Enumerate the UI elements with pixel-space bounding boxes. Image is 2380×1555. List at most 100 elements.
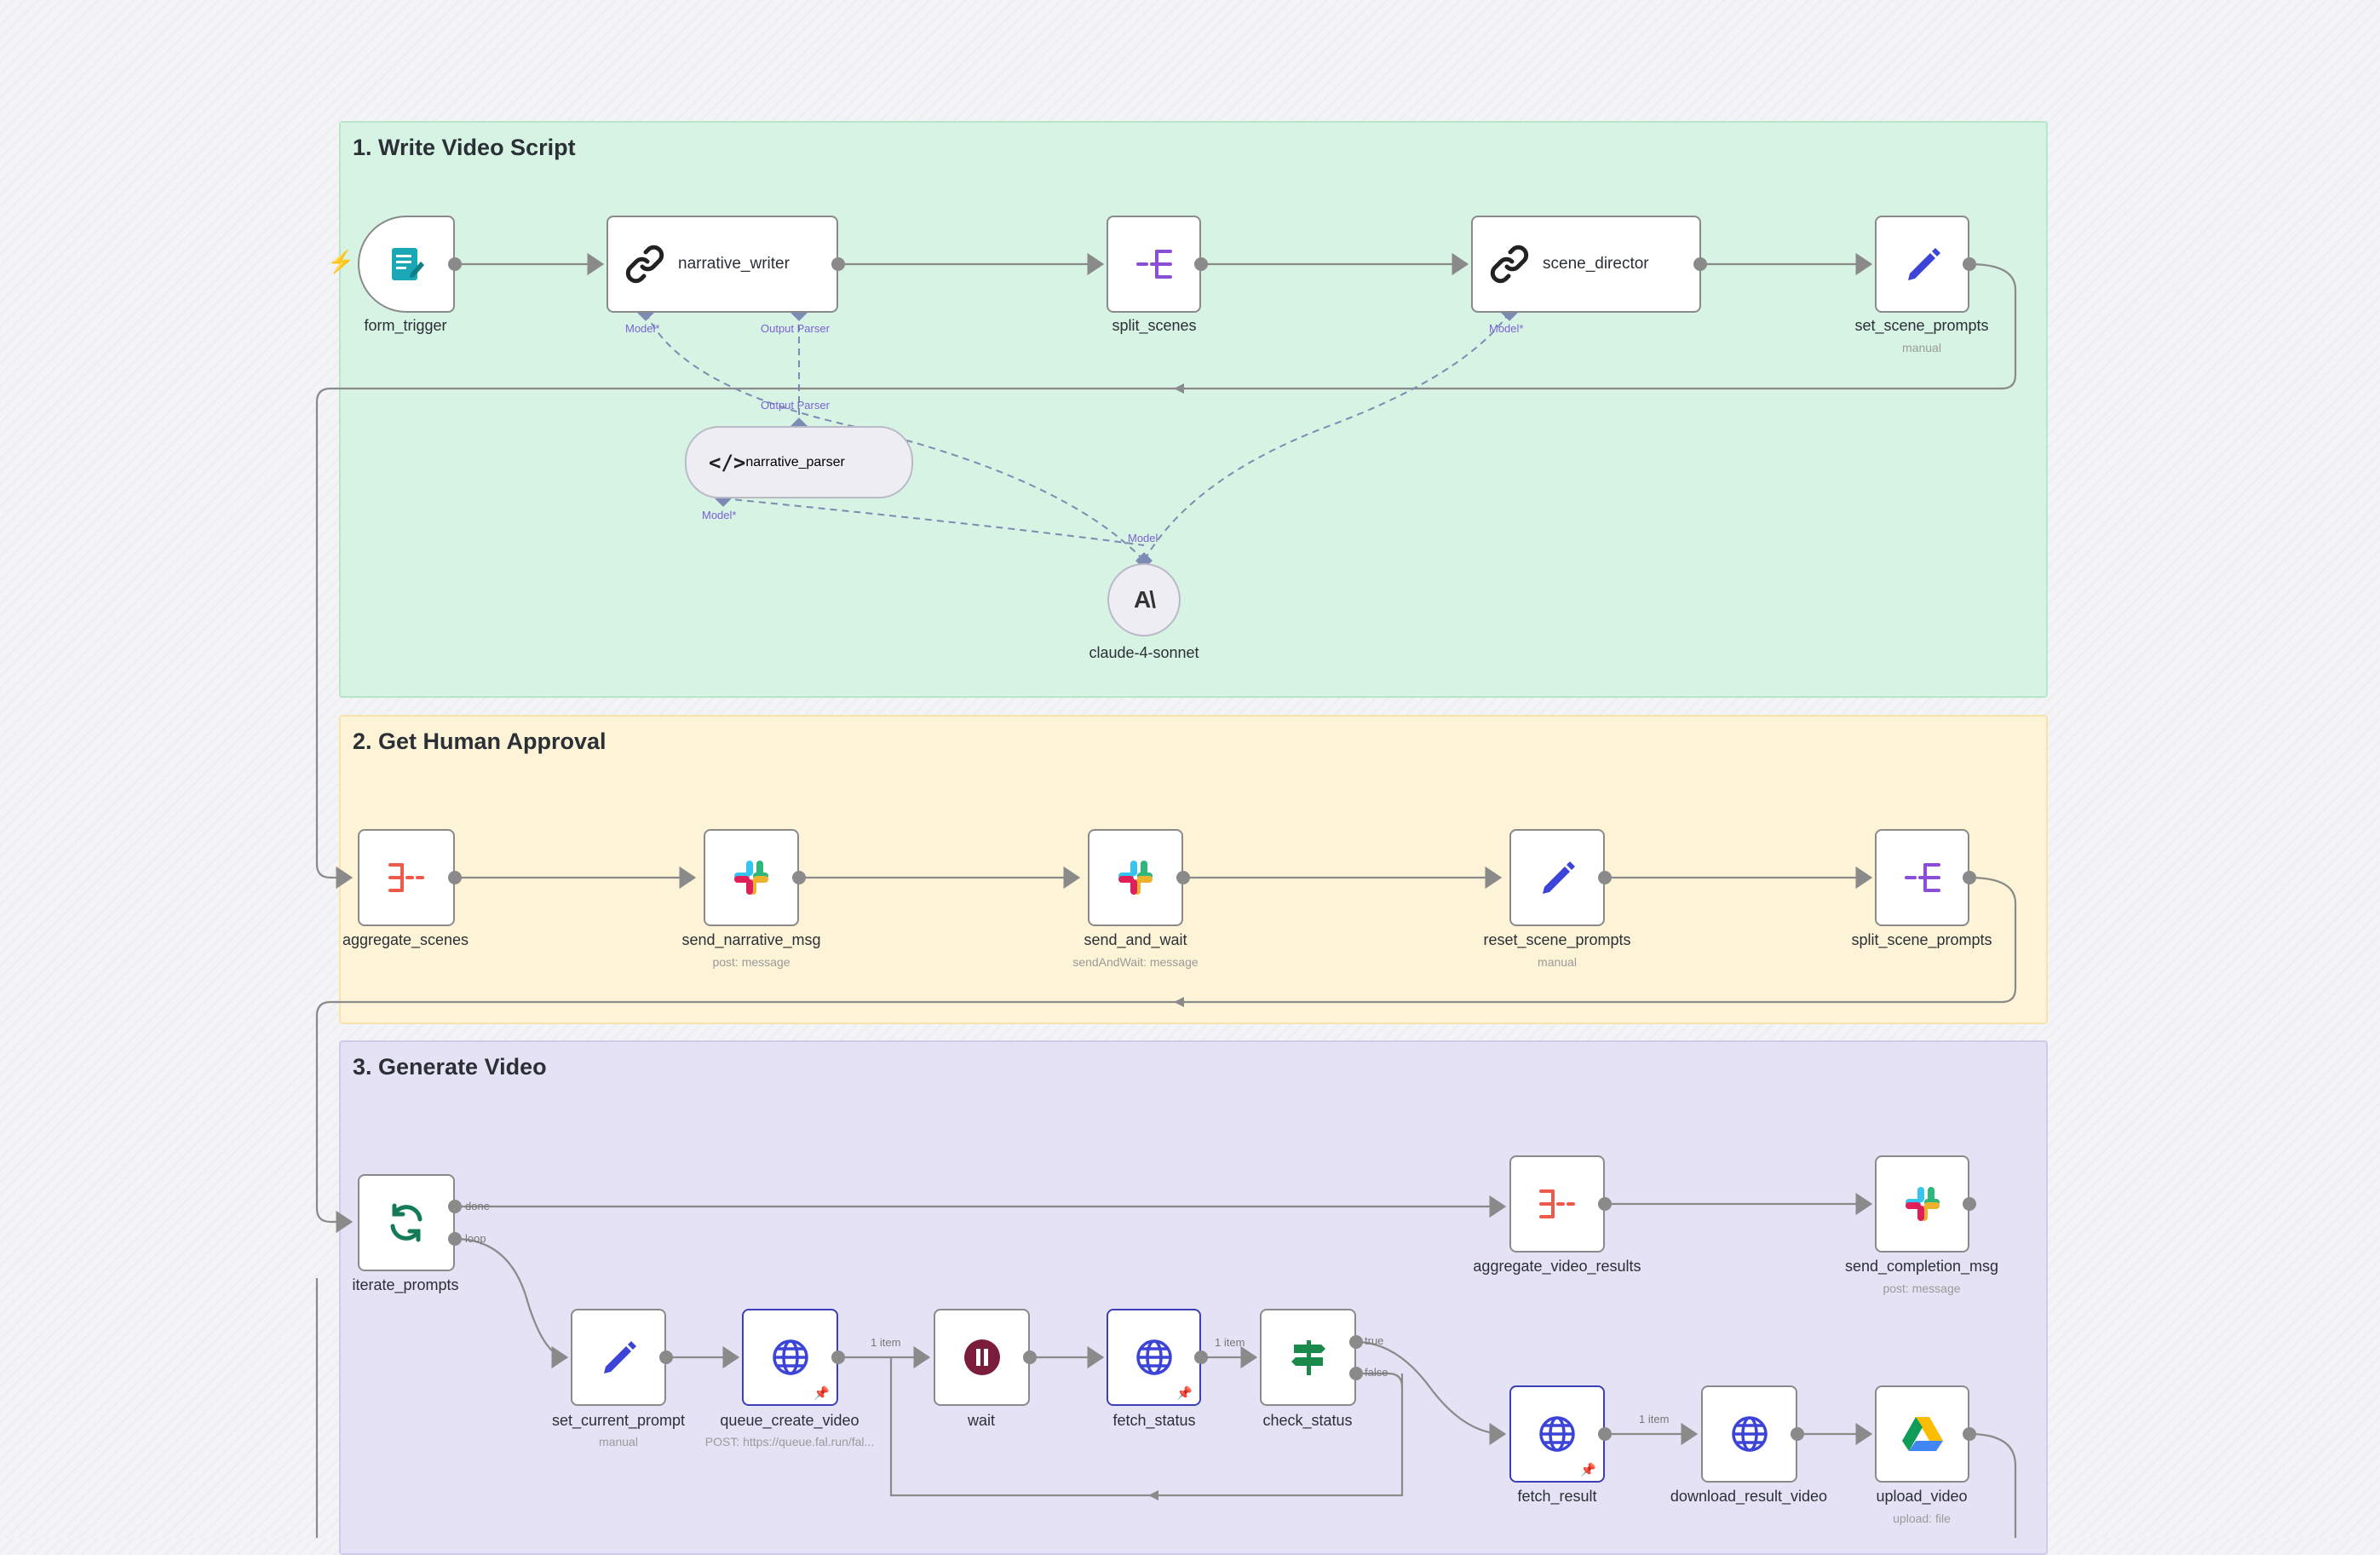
output-handle[interactable] xyxy=(1176,871,1190,884)
slack-icon xyxy=(1113,855,1158,900)
pause-icon xyxy=(960,1335,1004,1379)
node-upload-video[interactable] xyxy=(1875,1385,1969,1483)
port-model-label: Model* xyxy=(1489,322,1524,335)
group-write-video-script[interactable]: 1. Write Video Script xyxy=(339,121,2048,698)
port-done-label: done xyxy=(465,1200,490,1212)
node-label: iterate_prompts xyxy=(352,1276,459,1293)
node-label: split_scenes xyxy=(1112,317,1197,334)
node-subtitle: manual xyxy=(1538,955,1577,969)
node-title: narrative_writer xyxy=(678,255,790,273)
node-label: upload_video xyxy=(1876,1488,1968,1505)
loop-icon xyxy=(384,1201,428,1245)
node-fetch-result[interactable]: 📌 xyxy=(1509,1385,1605,1483)
port-model-label: Model* xyxy=(702,509,737,521)
node-fetch-status[interactable]: 📌 xyxy=(1107,1309,1201,1406)
node-subtitle: POST: https://queue.fal.run/fal... xyxy=(704,1435,875,1448)
signpost-icon xyxy=(1286,1335,1331,1379)
node-set-current-prompt[interactable] xyxy=(571,1309,666,1406)
output-handle[interactable] xyxy=(1791,1427,1804,1441)
port-output-parser-label: Output Parser xyxy=(761,399,830,412)
node-label: form_trigger xyxy=(364,317,447,334)
output-handle[interactable] xyxy=(448,257,462,271)
pencil-icon xyxy=(1535,855,1579,900)
output-handle[interactable] xyxy=(1194,1351,1208,1364)
node-subtitle: manual xyxy=(1902,341,1941,354)
globe-icon xyxy=(1132,1335,1176,1379)
node-claude-4-sonnet[interactable]: A\ xyxy=(1107,563,1181,636)
node-narrative-writer[interactable]: narrative_writer xyxy=(606,216,838,313)
node-aggregate-video-results[interactable] xyxy=(1509,1155,1605,1253)
output-handle-done[interactable] xyxy=(448,1200,462,1213)
node-send-and-wait[interactable] xyxy=(1088,829,1183,926)
node-label: fetch_result xyxy=(1517,1488,1597,1505)
node-label: check_status xyxy=(1262,1412,1353,1429)
aggregate-icon xyxy=(1535,1182,1579,1226)
node-label: send_and_wait xyxy=(1084,931,1187,948)
output-handle[interactable] xyxy=(1963,871,1976,884)
output-handle-true[interactable] xyxy=(1349,1335,1363,1349)
output-handle[interactable] xyxy=(1963,257,1976,271)
output-handle[interactable] xyxy=(1963,1197,1976,1211)
node-wait[interactable] xyxy=(934,1309,1030,1406)
node-set-scene-prompts[interactable] xyxy=(1875,216,1969,313)
node-check-status[interactable] xyxy=(1260,1309,1356,1406)
port-false-label: false xyxy=(1365,1366,1388,1379)
pin-icon: 📌 xyxy=(813,1386,830,1401)
globe-icon xyxy=(1728,1412,1772,1456)
output-handle[interactable] xyxy=(831,1351,845,1364)
pencil-icon xyxy=(1900,242,1945,286)
node-subtitle: post: message xyxy=(1883,1281,1961,1295)
output-handle-false[interactable] xyxy=(1349,1367,1363,1380)
form-icon xyxy=(384,242,428,286)
split-out-icon xyxy=(1900,855,1945,900)
output-handle-loop[interactable] xyxy=(448,1232,462,1246)
output-handle[interactable] xyxy=(1194,257,1208,271)
node-label: claude-4-sonnet xyxy=(1089,644,1199,661)
node-reset-scene-prompts[interactable] xyxy=(1509,829,1605,926)
edge-item-count: 1 item xyxy=(1639,1413,1670,1425)
edge-item-count: 1 item xyxy=(871,1336,901,1349)
node-queue-create-video[interactable]: 📌 xyxy=(742,1309,838,1406)
node-split-scene-prompts[interactable] xyxy=(1875,829,1969,926)
group-title: 3. Generate Video xyxy=(353,1054,547,1080)
node-send-completion-msg[interactable] xyxy=(1875,1155,1969,1253)
node-subtitle: upload: file xyxy=(1893,1512,1951,1525)
output-handle[interactable] xyxy=(1023,1351,1037,1364)
output-handle[interactable] xyxy=(448,871,462,884)
node-narrative-parser[interactable]: </> narrative_parser xyxy=(685,426,913,498)
node-label: aggregate_scenes xyxy=(342,931,469,948)
output-handle[interactable] xyxy=(1598,1197,1612,1211)
node-download-result-video[interactable] xyxy=(1701,1385,1797,1483)
node-title: narrative_parser xyxy=(745,454,845,469)
code-icon: </> xyxy=(709,450,746,475)
node-aggregate-scenes[interactable] xyxy=(358,829,455,926)
globe-icon xyxy=(1535,1412,1579,1456)
output-handle[interactable] xyxy=(1963,1427,1976,1441)
pin-icon: 📌 xyxy=(1580,1463,1596,1477)
port-output-parser-label: Output Parser xyxy=(761,322,830,335)
port-true-label: true xyxy=(1365,1334,1384,1347)
node-label: send_narrative_msg xyxy=(681,931,821,948)
node-subtitle: manual xyxy=(599,1435,638,1448)
output-handle[interactable] xyxy=(831,257,845,271)
output-handle[interactable] xyxy=(792,871,806,884)
node-form-trigger[interactable] xyxy=(358,216,455,313)
port-model-label: Model* xyxy=(625,322,660,335)
output-handle[interactable] xyxy=(1598,1427,1612,1441)
chain-link-icon xyxy=(624,243,666,285)
node-label: set_current_prompt xyxy=(551,1412,686,1429)
group-title: 1. Write Video Script xyxy=(353,135,576,160)
output-handle[interactable] xyxy=(1693,257,1707,271)
pencil-icon xyxy=(596,1335,641,1379)
node-scene-director[interactable]: scene_director xyxy=(1471,216,1701,313)
node-split-scenes[interactable] xyxy=(1107,216,1201,313)
node-label: queue_create_video xyxy=(720,1412,859,1429)
node-send-narrative-msg[interactable] xyxy=(704,829,799,926)
node-subtitle: sendAndWait: message xyxy=(1072,955,1199,969)
output-handle[interactable] xyxy=(659,1351,673,1364)
node-iterate-prompts[interactable] xyxy=(358,1174,455,1271)
port-loop-label: loop xyxy=(465,1232,486,1245)
node-label: fetch_status xyxy=(1112,1412,1196,1429)
group-get-human-approval[interactable]: 2. Get Human Approval xyxy=(339,715,2048,1024)
output-handle[interactable] xyxy=(1598,871,1612,884)
